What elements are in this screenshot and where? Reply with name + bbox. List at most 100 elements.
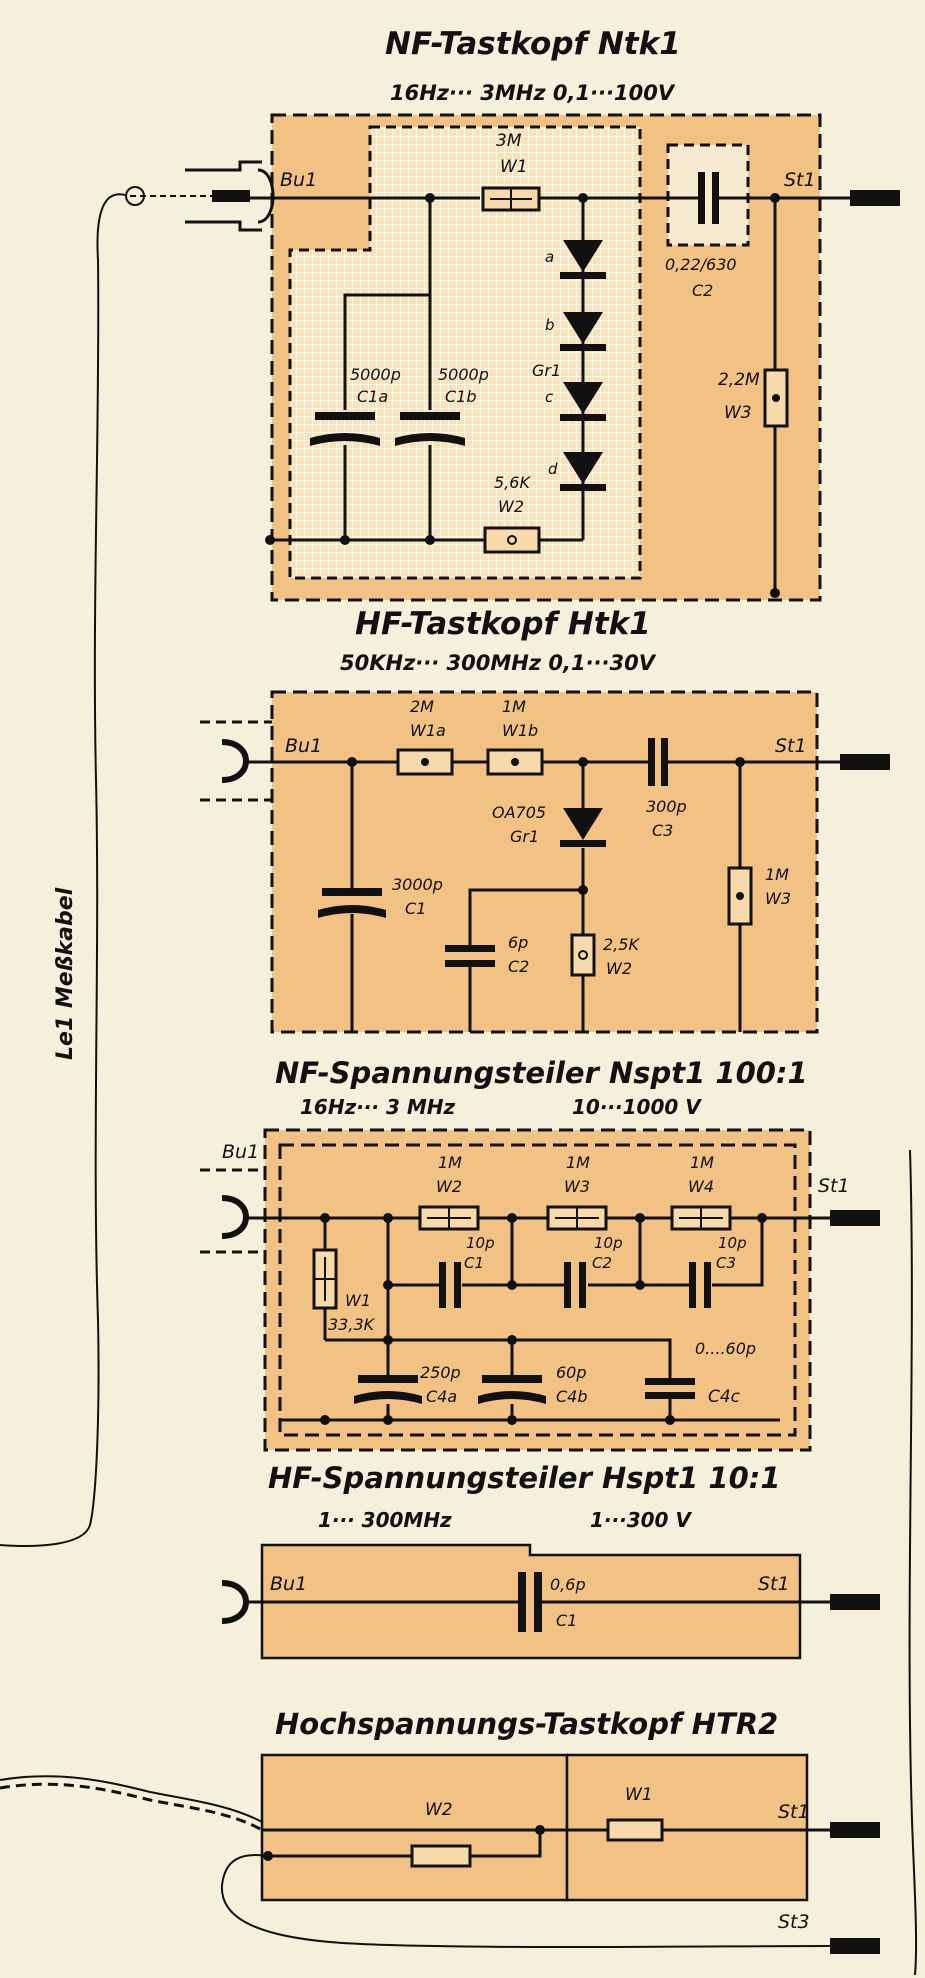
ntk1-st-label: St1 [784, 169, 816, 191]
hspt1-spec-f: 1··· 300MHz [318, 1508, 452, 1532]
nspt1-w3-value: 1M [566, 1153, 590, 1172]
hspt1-spec-v: 1···300 V [590, 1508, 692, 1532]
ntk1-c2-value: 0,22/630 [665, 255, 737, 274]
ntk1-w3-name: W3 [724, 403, 752, 423]
nspt1-c4b-value: 60p [556, 1363, 587, 1382]
nspt1-c2-value: 10p [594, 1234, 623, 1252]
ntk1-c1b-name: C1b [445, 387, 477, 406]
ntk1-c1b-value: 5000p [438, 365, 489, 384]
hspt1-input-socket [221, 1580, 249, 1624]
htk1-bu-label: Bu1 [285, 735, 322, 757]
nspt1-w3-name: W3 [564, 1177, 590, 1196]
nspt1-c4a-capacitor [354, 1375, 422, 1404]
htk1-spec: 50KHz··· 300MHz 0,1···30V [340, 651, 657, 675]
htr2-section: Hochspannungs-Tastkopf HTR2 St1 W2 W1 St… [0, 1149, 918, 1976]
ntk1-diode-c [560, 382, 606, 421]
nspt1-st-label: St1 [818, 1175, 850, 1197]
hspt1-c1-name: C1 [556, 1611, 577, 1630]
htk1-w1a-resistor [396, 748, 454, 776]
nspt1-title: NF-Spannungsteiler Nspt1 100:1 [275, 1056, 808, 1090]
nspt1-bu-label: Bu1 [222, 1141, 259, 1163]
htk1-c2-value: 6p [508, 933, 528, 952]
hspt1-bu-label: Bu1 [270, 1573, 307, 1595]
nspt1-w4-value: 1M [690, 1153, 714, 1172]
htr2-housing-left [260, 1753, 569, 1902]
htk1-c2-name: C2 [508, 957, 529, 976]
htk1-section: HF-Tastkopf Htk1 50KHz··· 300MHz 0,1···3… [200, 606, 890, 1034]
ntk1-bu-label: Bu1 [280, 169, 317, 191]
htr2-w2-label: W2 [425, 1800, 453, 1820]
nspt1-w2-resistor [418, 1205, 480, 1231]
ntk1-c2-compartment [666, 143, 750, 247]
htr2-st3-label: St3 [778, 1911, 810, 1933]
nspt1-c4c-capacitor [645, 1378, 695, 1399]
ntk1-w1-name: W1 [500, 157, 528, 177]
htr2-w1-label: W1 [625, 1785, 653, 1805]
htk1-diode-gr1 [560, 808, 606, 847]
hspt1-output-pin [830, 1594, 880, 1610]
nspt1-w4-name: W4 [688, 1177, 714, 1196]
htk1-input-socket [221, 739, 249, 783]
nspt1-w4-resistor [670, 1205, 732, 1231]
nspt1-w2-name: W2 [436, 1177, 462, 1196]
htk1-c3-name: C3 [652, 821, 673, 840]
htk1-w1a-name: W1a [410, 721, 446, 740]
htk1-w2-resistor [570, 933, 596, 977]
ntk1-gr-name: Gr1 [532, 361, 561, 380]
nspt1-spec-f: 16Hz··· 3 MHz [300, 1095, 455, 1119]
htr2-title: Hochspannungs-Tastkopf HTR2 [275, 1707, 778, 1741]
ntk1-c2-name: C2 [692, 281, 713, 300]
nspt1-c4c-value: 0....60p [695, 1339, 756, 1358]
ntk1-spec: 16Hz··· 3MHz 0,1···100V [390, 81, 676, 105]
htr2-st3-pin [830, 1938, 880, 1954]
htk1-title: HF-Tastkopf Htk1 [355, 606, 651, 642]
nspt1-c1-value: 10p [466, 1234, 495, 1252]
htr2-st1-label: St1 [778, 1801, 810, 1823]
ntk1-c2-capacitor [698, 172, 719, 224]
ntk1-output-pin [850, 190, 900, 206]
hspt1-c1-capacitor [518, 1572, 542, 1632]
ntk1-diode-d [560, 452, 606, 491]
cable-label: Le1 Meßkabel [53, 887, 78, 1060]
htk1-output-pin [840, 754, 890, 770]
nspt1-c1-capacitor [439, 1262, 461, 1308]
ntk1-w1-value: 3M [496, 131, 522, 151]
ntk1-diode-a-label: a [545, 248, 554, 266]
hspt1-title: HF-Spannungsteiler Hspt1 10:1 [268, 1461, 781, 1495]
ntk1-c1a-name: C1a [357, 387, 388, 406]
ntk1-diode-a [560, 240, 606, 279]
hspt1-st-label: St1 [758, 1573, 790, 1595]
ntk1-probe-connector [125, 160, 275, 232]
nspt1-w2-value: 1M [438, 1153, 462, 1172]
nspt1-c4b-capacitor [478, 1375, 546, 1404]
ntk1-c1b-capacitor [395, 412, 465, 446]
ntk1-c1a-capacitor [310, 412, 380, 446]
nspt1-c4c-name: C4c [708, 1387, 741, 1407]
measuring-cable: Le1 Meßkabel [0, 193, 126, 1547]
ntk1-w3-value: 2,2M [718, 370, 760, 390]
htk1-c1-name: C1 [405, 899, 426, 918]
ntk1-w2-name: W2 [498, 497, 524, 516]
nspt1-spec-v: 10···1000 V [572, 1095, 702, 1119]
hspt1-c1-value: 0,6p [550, 1575, 586, 1594]
htr2-housing-right [565, 1753, 809, 1902]
nspt1-w3-resistor [546, 1205, 608, 1231]
htk1-c1-value: 3000p [392, 875, 443, 894]
ntk1-diode-b-label: b [545, 316, 555, 334]
htk1-w1b-value: 1M [502, 697, 526, 716]
ntk1-diode-c-label: c [545, 388, 554, 406]
nspt1-w1-name: W1 [345, 1291, 371, 1310]
nspt1-c4b-name: C4b [556, 1387, 588, 1406]
ntk1-title: NF-Tastkopf Ntk1 [385, 26, 681, 62]
htk1-w2-name: W2 [606, 959, 632, 978]
ntk1-c1a-value: 5000p [350, 365, 401, 384]
htk1-w1b-resistor [486, 748, 544, 776]
htk1-c3-capacitor [648, 738, 668, 786]
htk1-gr-name: Gr1 [510, 827, 539, 846]
nspt1-input-socket [221, 1195, 249, 1239]
nspt1-w1-resistor [312, 1248, 338, 1310]
htr2-w2-resistor [410, 1844, 472, 1868]
htk1-c2-capacitor [445, 945, 495, 967]
ntk1-w2-resistor [483, 526, 541, 554]
